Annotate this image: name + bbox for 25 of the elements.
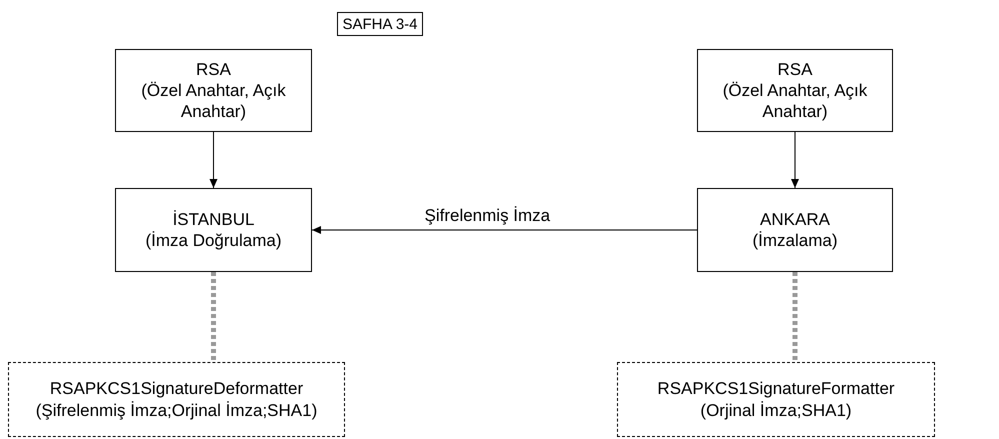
node-subtitle: (Orjinal İmza;SHA1) bbox=[700, 400, 852, 421]
arrow bbox=[791, 132, 799, 188]
process-box bbox=[115, 49, 312, 132]
node-title: RSAPKCS1SignatureFormatter bbox=[657, 378, 895, 400]
node-title: ANKARA bbox=[760, 208, 830, 230]
process-box bbox=[697, 188, 893, 272]
process-box bbox=[697, 49, 893, 132]
dashed-box bbox=[8, 362, 345, 437]
node-subtitle: (Şifrelenmiş İmza;Orjinal İmza;SHA1) bbox=[36, 400, 318, 421]
node-title: RSA bbox=[196, 58, 231, 80]
arrow bbox=[312, 226, 698, 234]
arrow bbox=[210, 132, 218, 188]
node-subtitle: (İmzalama) bbox=[752, 230, 838, 252]
dashed-connector bbox=[211, 272, 216, 362]
dashed-box bbox=[617, 362, 935, 437]
node-subtitle: (Özel Anahtar, Açık Anahtar) bbox=[722, 80, 868, 122]
node-subtitle: (İmza Doğrulama) bbox=[145, 230, 282, 252]
node-subtitle: (Özel Anahtar, Açık Anahtar) bbox=[140, 80, 287, 122]
edge-label: Şifrelenmiş İmza bbox=[424, 206, 552, 226]
node-title: RSAPKCS1SignatureDeformatter bbox=[50, 378, 304, 400]
node-title: RSA bbox=[778, 58, 812, 80]
title-box: SAFHA 3-4 bbox=[337, 12, 423, 36]
process-box bbox=[115, 188, 312, 272]
node-title: İSTANBUL bbox=[172, 208, 254, 230]
dashed-connector bbox=[792, 272, 798, 362]
